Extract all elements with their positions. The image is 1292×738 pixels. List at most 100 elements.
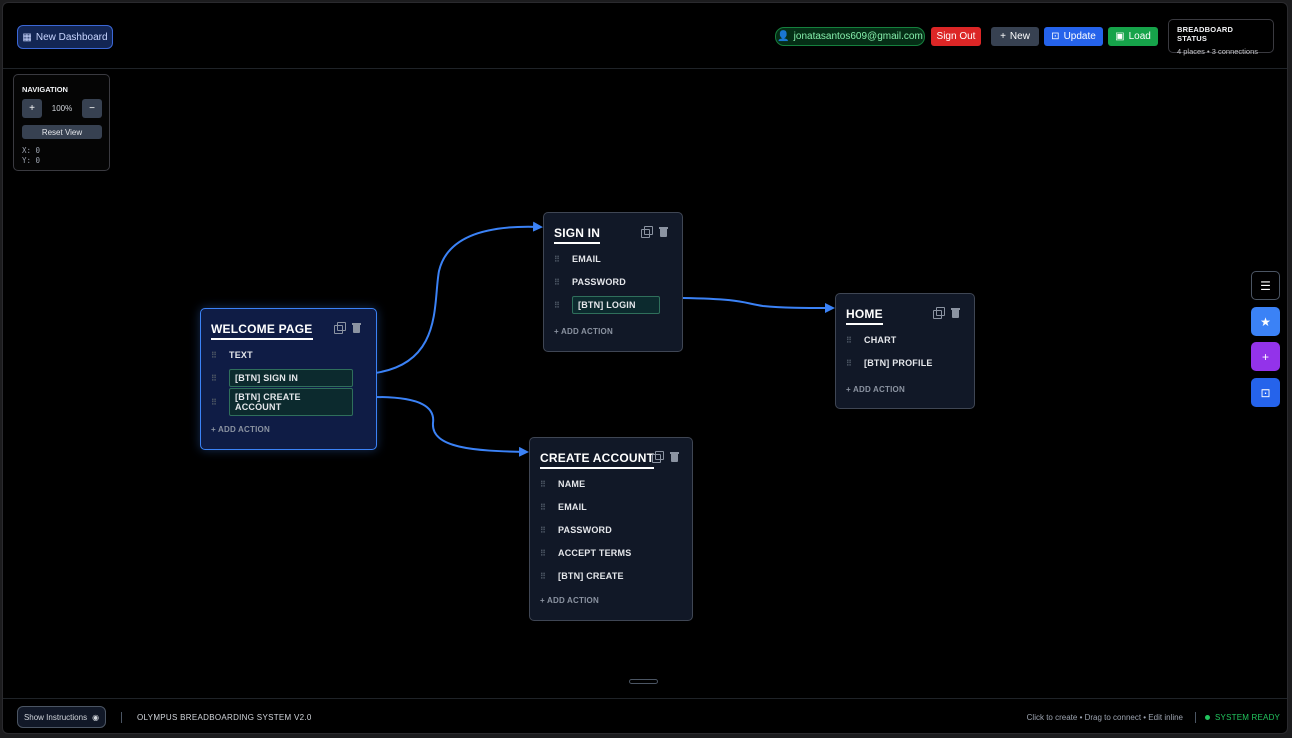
zoom-in-button[interactable]: + <box>22 99 42 118</box>
list-item[interactable]: ⠿ [BTN] LOGIN <box>554 296 660 314</box>
drag-handle-icon[interactable]: ⠿ <box>554 277 561 287</box>
trash-icon[interactable] <box>950 307 961 318</box>
dashboard-icon: ▦ <box>22 31 32 43</box>
node-welcome-page[interactable]: WELCOME PAGE ⠿ TEXT ⠿ [BTN] SIGN IN ⠿ [B… <box>200 308 377 450</box>
list-item[interactable]: ⠿ [BTN] PROFILE <box>846 358 933 368</box>
new-label: New <box>1009 31 1030 42</box>
list-item[interactable]: ⠿ PASSWORD <box>554 277 626 287</box>
user-account-pill[interactable]: 👤 jonatasantos609@gmail.com <box>775 27 925 46</box>
list-item[interactable]: ⠿ TEXT <box>211 350 253 360</box>
copy-icon[interactable] <box>933 307 945 319</box>
drag-handle-icon[interactable]: ⠿ <box>540 525 547 535</box>
node-actions <box>641 226 669 238</box>
save-button[interactable]: ⊡ <box>1251 378 1280 407</box>
drag-handle-icon[interactable]: ⠿ <box>554 300 561 310</box>
eye-icon: ◉ <box>92 712 100 722</box>
drag-handle-icon[interactable]: ⠿ <box>211 350 218 360</box>
system-status-label: SYSTEM READY <box>1215 713 1281 722</box>
menu-icon: ☰ <box>1260 278 1271 293</box>
new-dashboard-button[interactable]: ▦ New Dashboard <box>17 25 113 49</box>
load-icon: ▣ <box>1115 31 1125 42</box>
copy-icon[interactable] <box>652 451 664 463</box>
menu-button[interactable]: ☰ <box>1251 271 1280 300</box>
update-button[interactable]: ⊡ Update <box>1044 27 1103 46</box>
divider <box>121 712 122 723</box>
connection-home[interactable] <box>682 297 835 313</box>
add-action-button[interactable]: + ADD ACTION <box>540 596 599 605</box>
zoom-out-button[interactable]: − <box>82 99 102 118</box>
list-item[interactable]: ⠿ [BTN] CREATE ACCOUNT <box>211 388 353 416</box>
user-email: jonatasantos609@gmail.com <box>793 31 923 42</box>
status-summary: 4 places • 3 connections <box>1177 47 1259 56</box>
drag-handle-icon[interactable]: ⠿ <box>554 254 561 264</box>
y-coordinate: Y: 0 <box>22 156 41 165</box>
connection-signin[interactable] <box>374 221 543 374</box>
trash-icon[interactable] <box>351 322 362 333</box>
trash-icon[interactable] <box>658 226 669 237</box>
divider <box>1195 712 1196 723</box>
drag-handle-icon[interactable]: ⠿ <box>846 335 853 345</box>
connection-create-account[interactable] <box>374 396 529 457</box>
node-home[interactable]: HOME ⠿ CHART ⠿ [BTN] PROFILE + ADD ACTIO… <box>835 293 975 409</box>
sign-out-button[interactable]: Sign Out <box>931 27 981 46</box>
status-title: BREADBOARD STATUS <box>1177 25 1234 43</box>
drag-handle-icon[interactable]: ⠿ <box>540 502 547 512</box>
copy-icon[interactable] <box>641 226 653 238</box>
list-item[interactable]: ⠿ EMAIL <box>554 254 601 264</box>
copy-icon[interactable] <box>334 322 346 334</box>
add-action-button[interactable]: + ADD ACTION <box>554 327 613 336</box>
connections-layer <box>374 221 835 457</box>
node-actions <box>933 307 961 319</box>
save-icon: ⊡ <box>1051 31 1060 42</box>
node-title: HOME <box>846 307 883 325</box>
drag-handle-icon[interactable]: ⠿ <box>540 548 547 558</box>
add-action-button[interactable]: + ADD ACTION <box>846 385 905 394</box>
footer-bar: Show Instructions ◉ OLYMPUS BREADBOARDIN… <box>3 698 1287 733</box>
reset-view-button[interactable]: Reset View <box>22 125 102 139</box>
plus-icon: + <box>1261 349 1269 364</box>
node-title: CREATE ACCOUNT <box>540 451 655 469</box>
top-bar: ▦ New Dashboard 👤 jonatasantos609@gmail.… <box>3 3 1287 69</box>
drag-handle-icon[interactable]: ⠿ <box>211 397 218 407</box>
list-item[interactable]: ⠿ EMAIL <box>540 502 587 512</box>
save-icon: ⊡ <box>1260 385 1271 400</box>
trash-icon[interactable] <box>669 451 680 462</box>
x-coordinate: X: 0 <box>22 146 41 155</box>
list-item[interactable]: ⠿ CHART <box>846 335 897 345</box>
list-item[interactable]: ⠿ [BTN] SIGN IN <box>211 369 353 387</box>
drag-handle-icon[interactable]: ⠿ <box>540 479 547 489</box>
node-actions <box>652 451 680 463</box>
add-action-button[interactable]: + ADD ACTION <box>211 425 270 434</box>
list-item[interactable]: ⠿ [BTN] CREATE <box>540 571 624 581</box>
star-icon: ★ <box>1260 314 1271 329</box>
navigation-panel: NAVIGATION + 100% − Reset View X: 0 Y: 0 <box>13 74 110 171</box>
node-title: SIGN IN <box>554 226 601 244</box>
canvas-scroll-handle[interactable] <box>629 679 658 684</box>
node-sign-in[interactable]: SIGN IN ⠿ EMAIL ⠿ PASSWORD ⠿ [BTN] LOGIN… <box>543 212 683 352</box>
navigation-title: NAVIGATION <box>22 85 68 94</box>
show-instructions-button[interactable]: Show Instructions ◉ <box>17 706 106 728</box>
add-button[interactable]: + <box>1251 342 1280 371</box>
drag-handle-icon[interactable]: ⠿ <box>211 373 218 383</box>
drag-handle-icon[interactable]: ⠿ <box>540 571 547 581</box>
breadboard-status-panel: BREADBOARD STATUS 4 places • 3 connectio… <box>1168 19 1274 56</box>
favorite-button[interactable]: ★ <box>1251 307 1280 336</box>
usage-hint: Click to create • Drag to connect • Edit… <box>1026 713 1183 722</box>
plus-icon: + <box>1000 31 1006 42</box>
list-item[interactable]: ⠿ ACCEPT TERMS <box>540 548 632 558</box>
user-icon: 👤 <box>777 31 790 42</box>
drag-handle-icon[interactable]: ⠿ <box>846 358 853 368</box>
load-button[interactable]: ▣ Load <box>1108 27 1158 46</box>
list-item[interactable]: ⠿ PASSWORD <box>540 525 612 535</box>
new-dashboard-label: New Dashboard <box>35 31 108 43</box>
system-status: SYSTEM READY <box>1205 713 1280 722</box>
node-create-account[interactable]: CREATE ACCOUNT ⠿ NAME ⠿ EMAIL ⠿ PASSWORD… <box>529 437 693 621</box>
update-label: Update <box>1063 31 1096 42</box>
status-dot-icon <box>1205 715 1210 720</box>
new-button[interactable]: + New <box>991 27 1039 46</box>
load-label: Load <box>1128 31 1151 42</box>
node-title: WELCOME PAGE <box>211 322 313 340</box>
list-item[interactable]: ⠿ NAME <box>540 479 586 489</box>
show-instructions-label: Show Instructions <box>23 712 88 722</box>
